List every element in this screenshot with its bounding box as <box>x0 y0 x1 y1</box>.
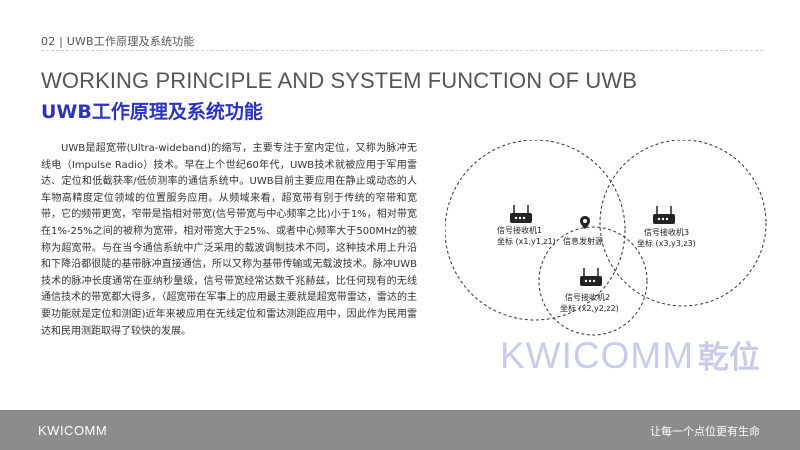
footer-bar: KWICOMM 让每一个点位更有生命 <box>0 410 800 450</box>
footer-slogan: 让每一个点位更有生命 <box>650 425 760 438</box>
range-circle-2 <box>538 226 648 336</box>
page-title-en: WORKING PRINCIPLE AND SYSTEM FUNCTION OF… <box>41 68 637 93</box>
range-circle-3 <box>599 140 767 307</box>
receiver1-name: 信号接收机1 <box>497 225 542 235</box>
top-divider <box>41 50 763 51</box>
router-icon <box>653 206 675 224</box>
receiver1-coord: 坐标 (x1,y1,z1) <box>497 236 556 246</box>
body-paragraph: UWB是超宽带(Ultra-wideband)的缩写，主要专注于室内定位，又称为… <box>41 143 417 337</box>
emitter-label: 信息发射源 <box>563 236 603 246</box>
breadcrumb: 02 | UWB工作原理及系统功能 <box>41 35 195 48</box>
receiver2-coord: 坐标 (x2,y2,z2) <box>560 303 619 313</box>
positioning-diagram: 信号接收机1 坐标 (x1,y1,z1) 信号接收机3 坐标 (x3,y3,z3… <box>445 140 767 336</box>
receiver3-name: 信号接收机3 <box>644 227 689 237</box>
range-circle-1 <box>445 140 626 321</box>
receiver2-name: 信号接收机2 <box>565 292 610 302</box>
page-title-cn: UWB工作原理及系统功能 <box>41 101 263 123</box>
watermark-brand: KWICOMM <box>500 335 695 376</box>
router-icon <box>510 205 532 223</box>
footer-logo: KWICOMM <box>38 423 108 438</box>
location-pin-icon <box>580 216 590 229</box>
watermark-cn: 乾位 <box>698 340 761 376</box>
router-icon <box>580 268 602 286</box>
receiver3-coord: 坐标 (x3,y3,z3) <box>637 238 696 248</box>
